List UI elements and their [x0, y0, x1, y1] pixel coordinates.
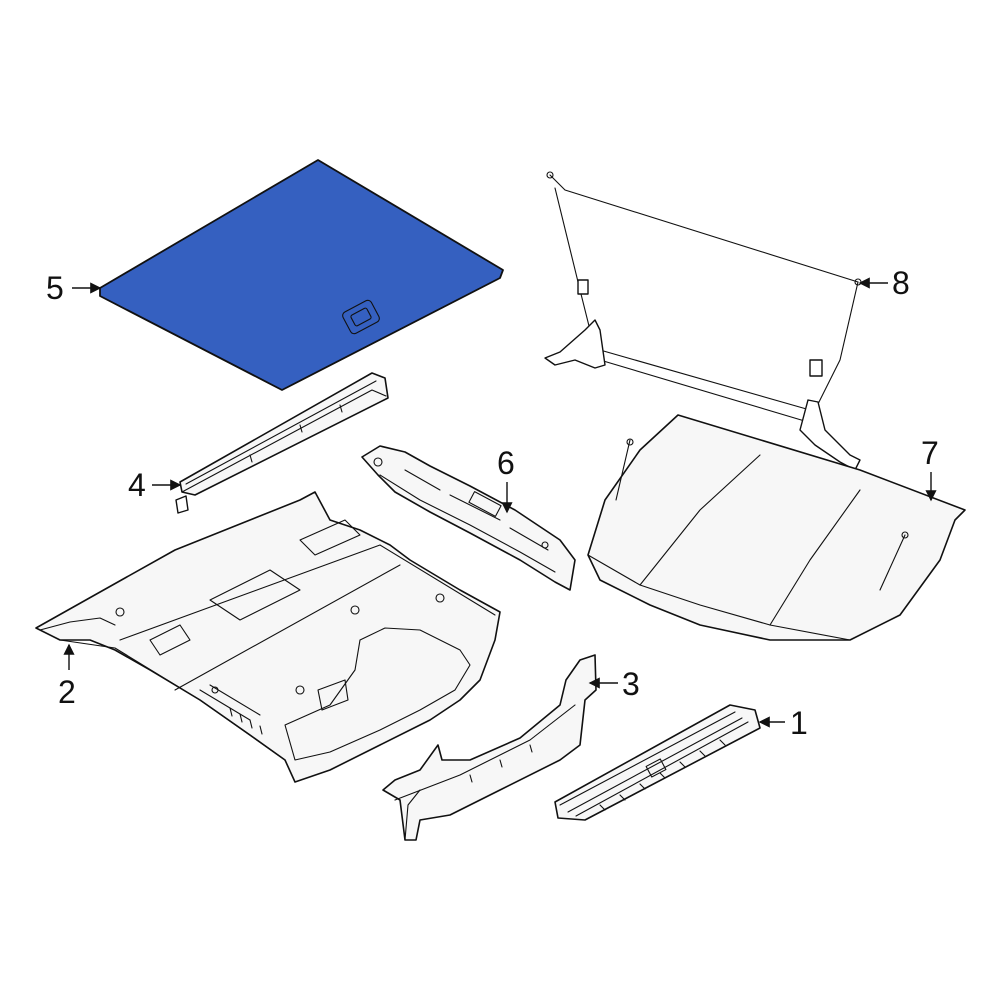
- callout-2: 2: [58, 643, 76, 710]
- cargo-mat-highlight: [99, 159, 504, 391]
- part-1-scuff-plate[interactable]: [554, 704, 761, 821]
- callout-7: 7: [921, 435, 939, 502]
- callout-3-label: 3: [622, 666, 640, 702]
- callout-1-label: 1: [790, 705, 808, 741]
- callout-8: 8: [858, 265, 910, 301]
- part-8-cargo-net[interactable]: [544, 171, 862, 471]
- part-7-cargo-cover[interactable]: [587, 414, 966, 641]
- part-2-cargo-floor[interactable]: [35, 491, 501, 783]
- part-3-lower-trim[interactable]: [382, 654, 597, 841]
- callout-4: 4: [128, 467, 182, 503]
- part-5-cargo-mat[interactable]: [99, 159, 504, 391]
- callout-1: 1: [758, 705, 808, 741]
- callout-2-label: 2: [58, 674, 76, 710]
- part-4-trim-rail[interactable]: [175, 372, 389, 514]
- part-6-side-trim[interactable]: [361, 445, 576, 591]
- callout-8-label: 8: [892, 265, 910, 301]
- callout-3: 3: [588, 666, 640, 702]
- callout-5: 5: [46, 270, 102, 306]
- callout-7-label: 7: [921, 435, 939, 471]
- callout-6: 6: [497, 445, 515, 514]
- callout-5-label: 5: [46, 270, 64, 306]
- callout-4-label: 4: [128, 467, 146, 503]
- callout-6-label: 6: [497, 445, 515, 481]
